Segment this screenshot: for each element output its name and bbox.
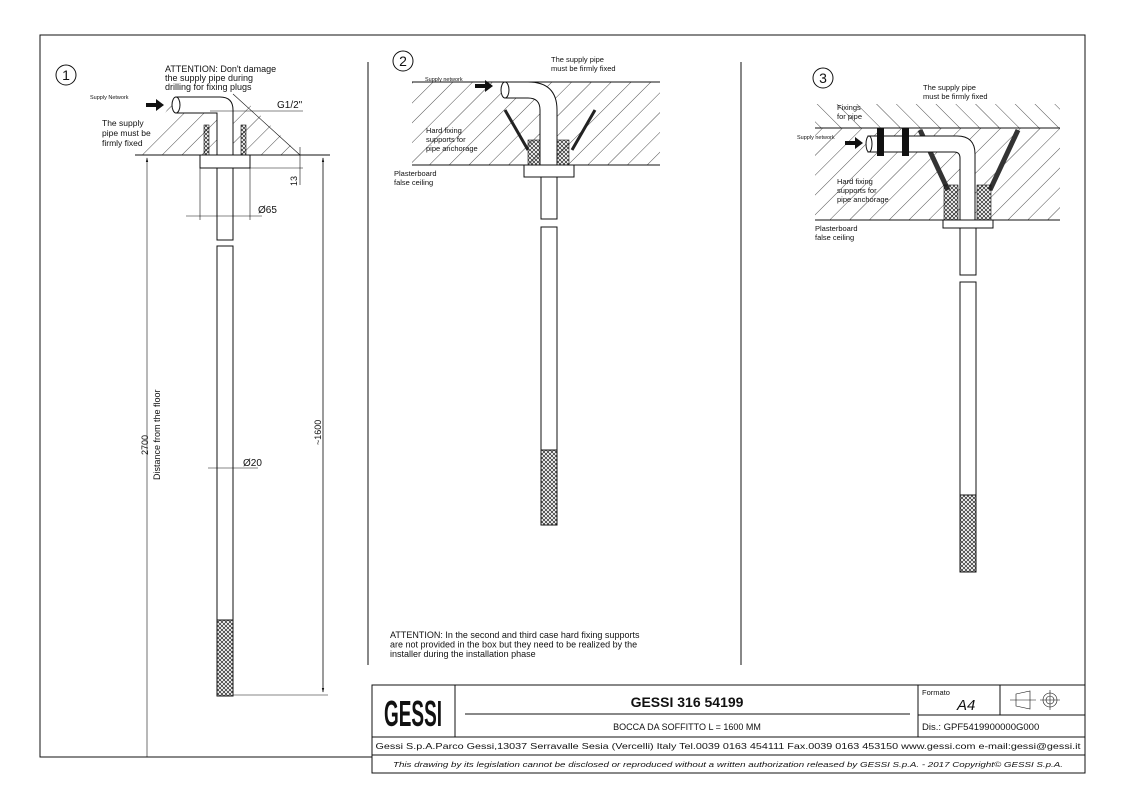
flow-arrow-icon bbox=[146, 99, 164, 111]
product-code: GESSI 316 54199 bbox=[631, 694, 744, 710]
fixing-plug bbox=[203, 124, 210, 156]
fixing-plug bbox=[240, 124, 247, 156]
aerator-mesh bbox=[540, 449, 558, 526]
supply-network-label: Supply network bbox=[425, 77, 463, 83]
gessi-logo: GESSI bbox=[384, 693, 442, 734]
ceiling-plate bbox=[523, 164, 575, 178]
aerator-mesh bbox=[959, 494, 977, 573]
view-number-circle bbox=[812, 67, 834, 89]
view-2: 2 Supply network The supply pipe must be… bbox=[392, 50, 660, 526]
view-number: 1 bbox=[62, 67, 70, 83]
aerator-mesh bbox=[216, 619, 234, 697]
dimension-13: 13 bbox=[289, 176, 299, 186]
firmly-fixed-label: The supply pipe must be firmly fixed bbox=[551, 55, 616, 73]
pipe-upper bbox=[959, 227, 977, 276]
hard-fixing-label: Hard fixing supports for pipe anchorage bbox=[426, 126, 478, 153]
view-number: 2 bbox=[399, 53, 407, 69]
view-number-circle bbox=[392, 50, 414, 72]
view-number: 3 bbox=[819, 70, 827, 86]
ceiling-plate bbox=[199, 154, 251, 169]
plasterboard-label: Plasterboard false ceiling bbox=[394, 169, 439, 187]
firmly-fixed-label: The supply pipe must be firmly fixed bbox=[102, 118, 153, 148]
pipe-end bbox=[171, 96, 181, 114]
dimension-1600: ~1600 bbox=[313, 420, 323, 445]
product-description: BOCCA DA SOFFITTO L = 1600 MM bbox=[613, 722, 761, 732]
supply-network-label: Supply network bbox=[797, 135, 835, 141]
projection-symbol-icon bbox=[1010, 690, 1060, 710]
dimension-2700: 2700 bbox=[140, 435, 150, 455]
dimension-diameter-65: Ø65 bbox=[258, 205, 277, 216]
floor-distance-label: Distance from the floor bbox=[152, 389, 162, 480]
flow-arrow-icon bbox=[845, 137, 863, 149]
installation-attention-note: ATTENTION: In the second and third case … bbox=[390, 630, 642, 659]
format-value: A4 bbox=[956, 697, 975, 714]
pipe-fixing-clamp bbox=[902, 128, 909, 156]
pipe-upper bbox=[540, 176, 558, 220]
flow-arrow-icon bbox=[475, 80, 493, 92]
company-address: Gessi S.p.A.Parco Gessi,13037 Serravalle… bbox=[376, 741, 1082, 751]
fixings-label: Fixings for pipe bbox=[837, 103, 863, 121]
supply-network-label: Supply Network bbox=[90, 95, 129, 101]
dimension-diameter-20: Ø20 bbox=[243, 458, 262, 469]
attention-note: ATTENTION: Don't damage the supply pipe … bbox=[165, 64, 279, 92]
format-label: Formato bbox=[922, 688, 950, 697]
view-3: 3 The supply pipe must be firmly fixed F… bbox=[797, 67, 1060, 573]
drawing-number: Dis.: GPF5419900000G000 bbox=[922, 722, 1039, 733]
pipe-upper bbox=[216, 167, 234, 241]
pipe-fixing-clamp bbox=[877, 128, 884, 156]
ceiling-plate bbox=[942, 219, 994, 229]
title-block: GESSI GESSI 316 54199 BOCCA DA SOFFITTO … bbox=[371, 684, 1086, 774]
thread-dimension: G1/2" bbox=[277, 100, 303, 111]
view-1: 1 ATTENTION: Don't damage the supply pip… bbox=[55, 64, 330, 757]
supply-pipe-elbow bbox=[175, 96, 234, 156]
firmly-fixed-label: The supply pipe must be firmly fixed bbox=[923, 83, 988, 101]
plasterboard-label: Plasterboard false ceiling bbox=[815, 224, 860, 242]
hard-fixing-label: Hard fixing supports for pipe anchorage bbox=[837, 177, 889, 204]
copyright-notice: This drawing by its legislation cannot b… bbox=[393, 760, 1063, 769]
view-number-circle bbox=[55, 64, 77, 86]
